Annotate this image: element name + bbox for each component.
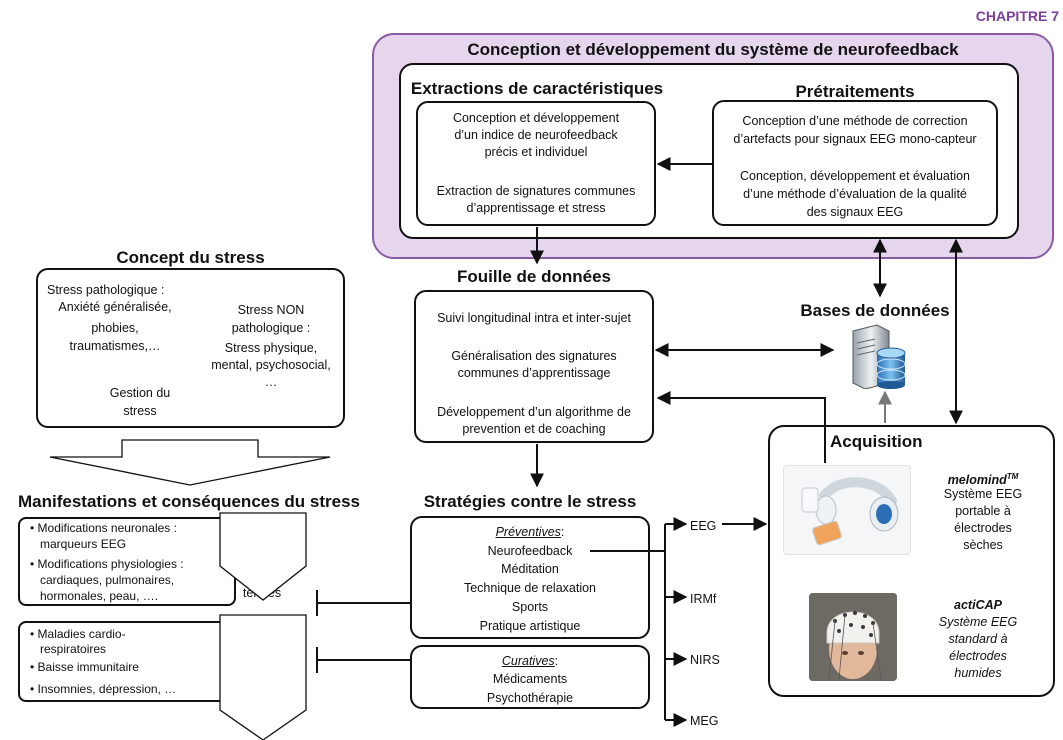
curatives-heading: Curatives: xyxy=(410,653,650,669)
modality-nirs: NIRS xyxy=(690,653,720,667)
concept-gestion-1: Gestion du xyxy=(109,386,171,400)
long-text-2: respiratoires xyxy=(40,642,107,656)
extraction-text-2: d’un indice de neurofeedback xyxy=(454,128,618,142)
manif-title: Manifestations et conséquences du stress xyxy=(18,492,360,511)
chapter-label: CHAPITRE 7 xyxy=(975,8,1059,24)
fouille-text-1: Suivi longitudinal intra et inter-sujet xyxy=(437,311,631,325)
concept-box xyxy=(36,268,345,428)
acticap-desc: électrodes xyxy=(949,649,1007,663)
curative-item: Psychothérapie xyxy=(486,691,574,705)
long-label-1: Longs xyxy=(244,667,280,681)
pretraitement-text-2: d’artefacts pour signaux EEG mono-capteu… xyxy=(733,132,977,146)
fouille-title: Fouille de données xyxy=(457,267,611,286)
court-text-1: • Modifications neuronales : xyxy=(30,521,177,535)
fouille-text-3: communes d’apprentissage xyxy=(457,366,611,380)
concept-down-arrow xyxy=(49,439,331,486)
pretraitement-box xyxy=(712,100,998,226)
neurofeedback-system-title: Conception et développement du système d… xyxy=(467,40,959,59)
court-text-5: hormonales, peau, …. xyxy=(40,589,159,603)
pretraitement-text-4: d’une méthode d’évaluation de la qualité xyxy=(743,187,967,201)
pretraitement-title: Prétraitements xyxy=(795,82,915,101)
extraction-text-5: d’apprentissage et stress xyxy=(466,201,606,215)
melomind-headset-icon xyxy=(801,477,899,546)
long-terme-box xyxy=(18,621,236,702)
acticap-cap-icon xyxy=(809,593,897,681)
preventives-colon: : xyxy=(560,525,565,539)
melomind-image xyxy=(783,465,911,555)
melomind-name: melomind xyxy=(947,473,1007,488)
court-text-4: cardiaques, pulmonaires, xyxy=(40,573,175,587)
melomind-desc: sèches xyxy=(963,538,1003,552)
extraction-box xyxy=(416,101,656,226)
preventive-item: Neurofeedback xyxy=(487,544,573,558)
acticap-desc: standard à xyxy=(948,632,1008,646)
fouille-text-5: prevention et de coaching xyxy=(462,422,606,436)
concept-patho-1: Stress pathologique : xyxy=(47,283,165,297)
acticap-desc: humides xyxy=(954,666,1002,680)
melomind-desc: portable à xyxy=(955,504,1011,518)
fouille-text-2: Généralisation des signatures xyxy=(451,349,617,363)
modality-irmf: IRMf xyxy=(690,592,717,606)
melomind-label: melomindTM xyxy=(918,469,1048,488)
preventive-item: Méditation xyxy=(501,562,559,576)
melomind-desc: Système EEG xyxy=(943,487,1023,501)
fouille-box xyxy=(414,290,654,443)
court-label-2: termes xyxy=(242,586,282,600)
melomind-trademark: TM xyxy=(1006,472,1019,481)
strategies-title: Stratégies contre le stress xyxy=(423,492,637,511)
preventives-title: Préventives xyxy=(495,525,561,539)
fouille-text-4: Développement d’un algorithme de xyxy=(437,405,631,419)
long-text-1: • Maladies cardio- xyxy=(30,627,126,641)
extraction-text-1: Conception et développement xyxy=(452,111,620,125)
curatives-colon: : xyxy=(554,654,559,668)
concept-patho-2: Anxiété généralisée, xyxy=(58,300,172,314)
preventive-item: Sports xyxy=(511,600,549,614)
inhibit-line-preventives xyxy=(316,590,410,616)
preventive-item: Technique de relaxation xyxy=(463,581,597,595)
concept-patho-4: traumatismes,… xyxy=(69,339,161,353)
modality-meg: MEG xyxy=(690,714,719,728)
concept-non-3: Stress physique, xyxy=(224,341,318,355)
modality-eeg: EEG xyxy=(690,519,717,533)
pretraitement-text-5: des signaux EEG xyxy=(806,205,904,219)
court-text-2: marqueurs EEG xyxy=(40,537,127,551)
curatives-box xyxy=(410,645,650,709)
extraction-text-3: précis et individuel xyxy=(484,145,588,159)
long-text-4: • Insomnies, dépression, … xyxy=(30,682,177,696)
concept-patho-3: phobies, xyxy=(91,321,139,335)
acticap-image xyxy=(809,593,897,681)
acticap-desc: Système EEG xyxy=(938,615,1018,629)
curatives-title: Curatives xyxy=(501,654,555,668)
long-label-2: termes xyxy=(242,684,282,698)
pretraitement-text-1: Conception d’une méthode de correction xyxy=(742,114,968,128)
melomind-desc: électrodes xyxy=(954,521,1012,535)
extraction-title: Extractions de caractéristiques xyxy=(410,79,664,98)
concept-gestion-2: stress xyxy=(123,404,157,418)
preventive-item: Pratique artistique xyxy=(479,619,581,633)
extraction-text-4: Extraction de signatures communes xyxy=(436,184,636,198)
concept-non-1: Stress NON xyxy=(237,303,305,317)
pretraitement-text-3: Conception, développement et évaluation xyxy=(739,169,971,183)
acticap-name: actiCAP xyxy=(954,598,1002,612)
curative-item: Médicaments xyxy=(492,672,568,686)
acquisition-title: Acquisition xyxy=(830,432,923,451)
concept-title: Concept du stress xyxy=(116,248,265,267)
court-text-3: • Modifications physiologies : xyxy=(30,557,184,571)
preventives-heading: Préventives: xyxy=(410,524,650,540)
concept-non-4: mental, psychosocial, xyxy=(211,358,331,372)
bases-title: Bases de données xyxy=(800,301,950,320)
inhibit-line-curatives xyxy=(316,647,410,673)
concept-non-2: pathologique : xyxy=(231,321,311,335)
preventives-box xyxy=(410,516,650,639)
long-text-3: • Baisse immunitaire xyxy=(30,660,139,674)
database-server-icon xyxy=(852,324,906,389)
court-label-1: Courts xyxy=(243,569,281,583)
concept-non-5: … xyxy=(264,375,278,389)
